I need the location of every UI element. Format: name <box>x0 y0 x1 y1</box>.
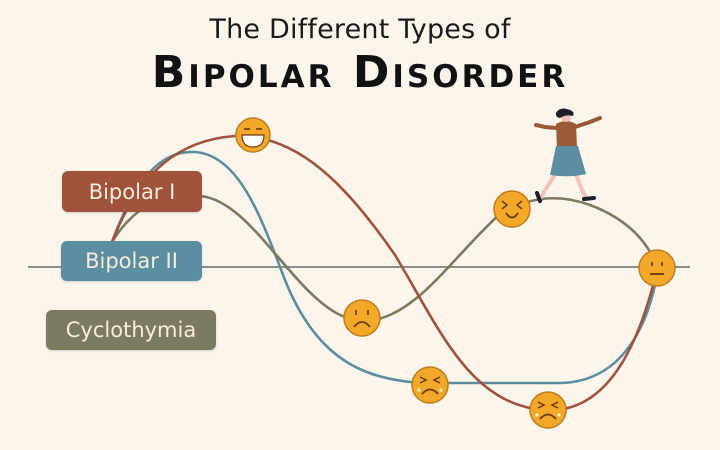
distressed-face-icon <box>411 366 449 404</box>
woman-walking-illustration <box>534 108 602 203</box>
bipolar-1-label: Bipolar I <box>62 171 202 212</box>
bipolar-2-label-text: Bipolar II <box>85 249 178 273</box>
title-line-2: Bipolar Disorder <box>151 47 569 98</box>
happy-face-icon <box>493 190 531 228</box>
cyclothymia-label-text: Cyclothymia <box>65 318 197 342</box>
sad-face-icon <box>343 299 381 337</box>
laughing-face-icon <box>235 117 271 153</box>
bipolar-2-label: Bipolar II <box>61 241 202 281</box>
distressed-face-icon-2 <box>529 391 567 429</box>
title-line-1: The Different Types of <box>209 14 511 45</box>
bipolar-1-label-text: Bipolar I <box>88 179 176 204</box>
bipolar-1-curve <box>110 134 659 412</box>
neutral-face-icon <box>638 249 676 287</box>
cyclothymia-label: Cyclothymia <box>46 310 216 350</box>
